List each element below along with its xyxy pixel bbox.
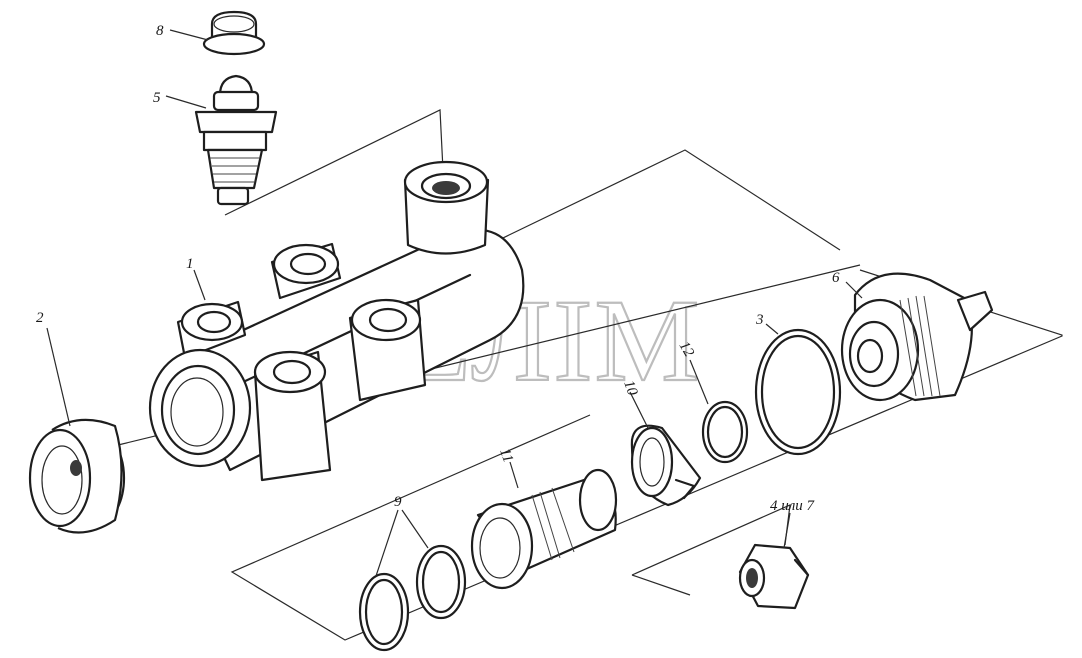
callout-10: 10	[620, 378, 640, 398]
bleeder-valve-part	[194, 74, 278, 206]
gasket-ring-part	[754, 328, 842, 456]
callout-3: 3	[755, 312, 764, 328]
callout-4-7: 4 или 7	[770, 498, 816, 514]
protective-cap-part	[28, 418, 126, 534]
callout-8: 8	[156, 23, 164, 39]
leader-lines	[46, 29, 863, 577]
callout-11: 11	[496, 446, 516, 465]
callout-6: 6	[832, 270, 840, 286]
small-ring-part	[701, 400, 749, 464]
callout-5: 5	[153, 90, 161, 106]
end-plug-part	[840, 272, 994, 402]
cylinder-body-part	[148, 160, 525, 482]
callout-labels: 8 5 1 2 6 3 12 10 11 9 4 или 7	[36, 23, 840, 514]
callout-2: 2	[36, 310, 44, 326]
split-ring-part	[630, 424, 702, 507]
piston-part	[470, 468, 618, 590]
seal-rings-part	[358, 544, 467, 652]
callout-9: 9	[394, 494, 402, 510]
cap-part	[202, 10, 266, 56]
callout-1: 1	[186, 256, 194, 272]
nut-part	[738, 543, 810, 610]
